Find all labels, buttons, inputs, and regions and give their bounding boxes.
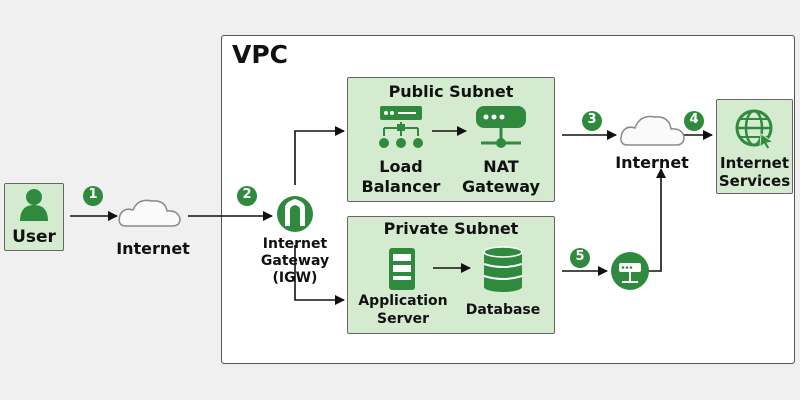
user-icon bbox=[20, 189, 48, 221]
internet-services-box bbox=[716, 99, 793, 194]
step-number-4: 4 bbox=[689, 112, 699, 127]
igw-label-3: (IGW) bbox=[272, 270, 318, 286]
application-server-icon bbox=[389, 248, 415, 290]
arrow-igw-private bbox=[294, 245, 345, 305]
step-badge-4 bbox=[684, 111, 704, 131]
cloud-icon-right bbox=[620, 115, 685, 146]
internet-services-label-2: Services bbox=[718, 172, 791, 190]
public-subnet-title: Public Subnet bbox=[388, 82, 514, 101]
private-subnet-title: Private Subnet bbox=[383, 219, 519, 238]
load-balancer-icon bbox=[379, 106, 423, 148]
step-number-5: 5 bbox=[575, 249, 585, 264]
load-balancer-label-1: Load bbox=[379, 157, 423, 176]
igw-icon bbox=[277, 196, 313, 232]
user-label: User bbox=[12, 227, 56, 247]
nat-gateway-label-2: Gateway bbox=[462, 177, 540, 196]
cloud-icon-left bbox=[118, 199, 181, 227]
internet-left-label: Internet bbox=[116, 239, 190, 258]
arrow-igw-public bbox=[294, 126, 345, 185]
nat-gateway-label-1: NAT bbox=[483, 157, 519, 176]
internet-right-label: Internet bbox=[615, 153, 689, 172]
step-badge-2 bbox=[237, 186, 257, 206]
application-server-label-2: Server bbox=[376, 311, 429, 327]
application-server-label-1: Application bbox=[358, 293, 448, 309]
database-icon bbox=[483, 246, 523, 292]
step-badge-3 bbox=[582, 111, 602, 131]
step-number-1: 1 bbox=[88, 187, 98, 202]
nat-gateway-icon bbox=[476, 106, 526, 148]
globe-icon bbox=[735, 109, 775, 150]
step-number-3: 3 bbox=[587, 112, 597, 127]
internet-services-label-1: Internet bbox=[719, 154, 790, 172]
nat-gateway-icon-small bbox=[611, 252, 649, 290]
vpc-title: VPC bbox=[232, 40, 289, 69]
igw-label-2: Gateway bbox=[260, 253, 330, 269]
step-number-2: 2 bbox=[242, 187, 252, 202]
igw-label-1: Internet bbox=[262, 236, 328, 252]
step-badge-1 bbox=[83, 186, 103, 206]
step-badge-5 bbox=[570, 248, 590, 268]
load-balancer-label-2: Balancer bbox=[361, 177, 441, 196]
arrow-natgw-internet bbox=[648, 168, 666, 272]
database-label: Database bbox=[465, 302, 541, 318]
